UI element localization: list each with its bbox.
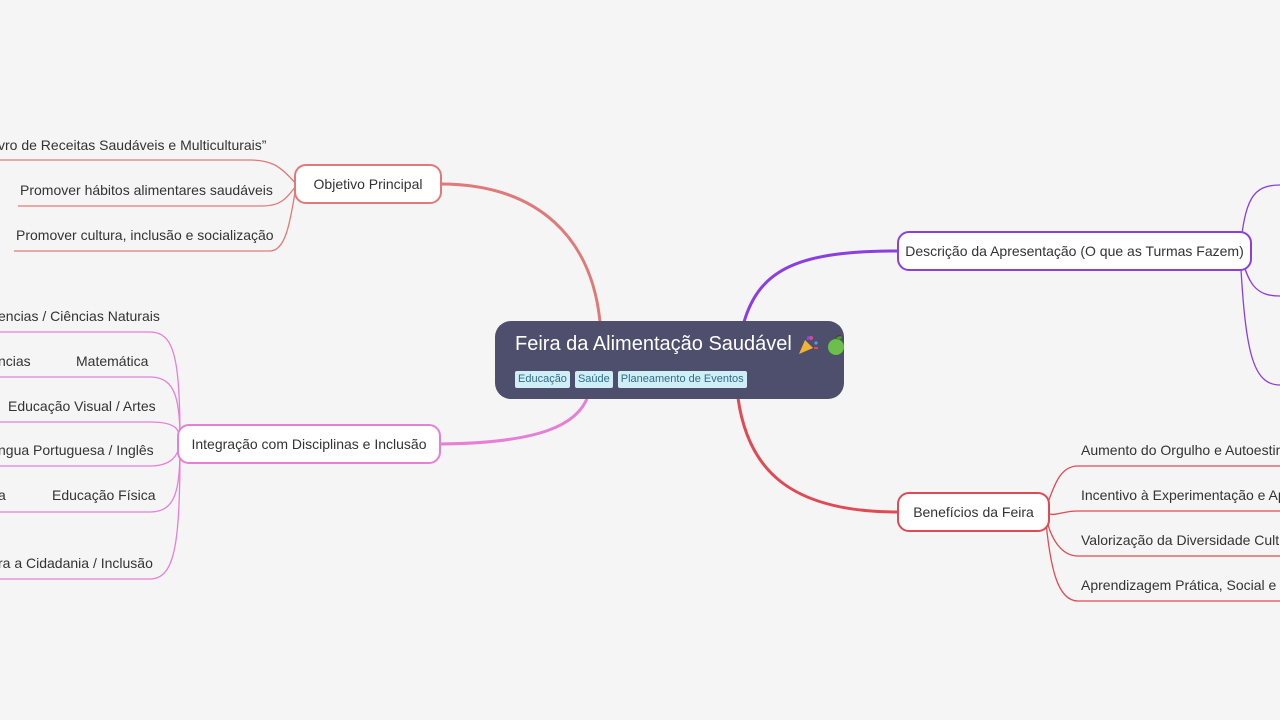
branch-label: Integração com Disciplinas e Inclusão bbox=[191, 436, 427, 452]
branch-descricao-apresentacao[interactable]: Descrição da Apresentação (O que as Turm… bbox=[897, 231, 1252, 271]
tag[interactable]: Saúde bbox=[574, 371, 613, 388]
link-beneficios bbox=[736, 397, 899, 514]
link-descricao-child-3 bbox=[1239, 250, 1280, 386]
integracao-child-3[interactable]: Educação Visual / Artes bbox=[8, 397, 156, 415]
beneficios-child-3[interactable]: Valorização da Diversidade Cultur bbox=[1081, 531, 1280, 549]
branch-label: Objetivo Principal bbox=[313, 176, 423, 192]
leaf-label: Aumento do Orgulho e Autoestim bbox=[1081, 442, 1280, 458]
integracao-child-2[interactable]: Matemática bbox=[76, 352, 148, 370]
central-tags: Educação Saúde Planeamento de Eventos bbox=[515, 371, 747, 388]
integracao-subchild-fragment[interactable]: ncias bbox=[0, 352, 31, 370]
beneficios-child-2[interactable]: Incentivo à Experimentação e Apr bbox=[1081, 486, 1280, 504]
objetivo-child-2[interactable]: Promover hábitos alimentares saudáveis bbox=[20, 181, 273, 199]
leaf-label: Aprendizagem Prática, Social e Mo bbox=[1081, 577, 1280, 593]
link-integracao-child-1 bbox=[0, 331, 181, 445]
integracao-subchild-fragment[interactable]: a bbox=[0, 486, 6, 504]
leaf-label: Incentivo à Experimentação e Apr bbox=[1081, 487, 1280, 503]
branch-label: Benefícios da Feira bbox=[913, 504, 1034, 520]
central-title: Feira da Alimentação Saudável bbox=[515, 333, 847, 356]
link-objetivo bbox=[439, 182, 602, 323]
link-objetivo-child-2 bbox=[18, 185, 297, 207]
green-apple-icon bbox=[827, 334, 844, 355]
leaf-label: Promover hábitos alimentares saudáveis bbox=[20, 182, 273, 198]
leaf-label: encias / Ciências Naturais bbox=[0, 308, 160, 324]
central-topic[interactable]: Feira da Alimentação Saudável Educação S… bbox=[495, 321, 844, 399]
link-integracao-child-6 bbox=[0, 443, 181, 580]
leaf-label: Educação Física bbox=[52, 487, 156, 503]
leaf-label: Matemática bbox=[76, 353, 149, 369]
objetivo-child-3[interactable]: Promover cultura, inclusão e socializaçã… bbox=[16, 226, 274, 244]
leaf-label: ngua Portuguesa / Inglês bbox=[0, 442, 154, 458]
objetivo-child-1[interactable]: vro de Receitas Saudáveis e Multicultura… bbox=[0, 136, 266, 154]
leaf-label: a bbox=[0, 487, 6, 503]
link-objetivo-child-3 bbox=[14, 185, 297, 252]
tag[interactable]: Educação bbox=[515, 371, 570, 388]
link-beneficios-child-4 bbox=[1044, 511, 1280, 602]
beneficios-child-4[interactable]: Aprendizagem Prática, Social e Mo bbox=[1081, 576, 1280, 594]
party-popper-icon bbox=[799, 335, 819, 354]
leaf-label: Valorização da Diversidade Cultur bbox=[1081, 532, 1280, 548]
beneficios-child-1[interactable]: Aumento do Orgulho e Autoestim bbox=[1081, 441, 1280, 459]
leaf-label: Promover cultura, inclusão e socializaçã… bbox=[16, 227, 274, 243]
branch-objetivo-principal[interactable]: Objetivo Principal bbox=[294, 164, 442, 204]
leaf-label: Educação Visual / Artes bbox=[8, 398, 156, 414]
integracao-child-4[interactable]: ngua Portuguesa / Inglês bbox=[0, 441, 154, 459]
leaf-label: ra a Cidadania / Inclusão bbox=[0, 555, 153, 571]
leaf-label: ncias bbox=[0, 353, 31, 369]
link-descricao bbox=[742, 249, 899, 323]
integracao-child-6[interactable]: ra a Cidadania / Inclusão bbox=[0, 554, 153, 572]
link-integracao bbox=[439, 395, 590, 446]
integracao-child-1[interactable]: encias / Ciências Naturais bbox=[0, 307, 160, 325]
tag[interactable]: Planeamento de Eventos bbox=[617, 371, 747, 388]
branch-label: Descrição da Apresentação (O que as Turm… bbox=[905, 243, 1244, 259]
branch-beneficios-feira[interactable]: Benefícios da Feira bbox=[897, 492, 1050, 532]
branch-integracao-disciplinas[interactable]: Integração com Disciplinas e Inclusão bbox=[177, 424, 441, 464]
leaf-label: vro de Receitas Saudáveis e Multicultura… bbox=[0, 137, 267, 153]
link-beneficios-child-2 bbox=[1044, 510, 1280, 516]
integracao-child-5[interactable]: Educação Física bbox=[52, 486, 156, 504]
link-objetivo-child-1 bbox=[0, 159, 297, 185]
central-title-text: Feira da Alimentação Saudável bbox=[515, 333, 792, 355]
